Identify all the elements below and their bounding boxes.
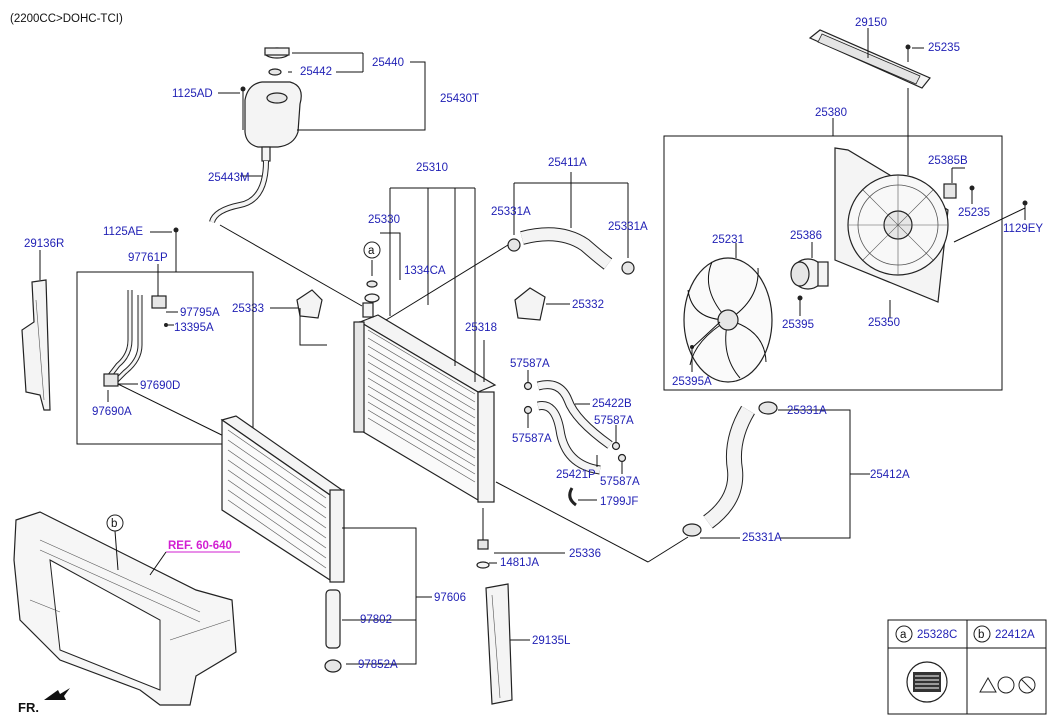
legend-b-letter: b (978, 629, 984, 641)
hose-clip-1799JF (568, 487, 577, 507)
marker-a: a (363, 241, 381, 259)
air-guard-29135L (485, 583, 513, 705)
svg-text:a: a (368, 245, 375, 257)
callout-25331A-upper-left: 25331A (491, 206, 531, 218)
lower-hose (682, 401, 778, 537)
front-end-carrier (13, 511, 237, 706)
oil-cooler-hose-upper (536, 380, 613, 449)
callout-25336: 25336 (569, 548, 601, 560)
legend-b-part: 22412A (995, 629, 1035, 641)
drain-plug (476, 539, 490, 569)
fan-shroud (834, 147, 949, 303)
engine-spec-header: (2200CC>DOHC-TCI) (10, 13, 123, 25)
oil-cooler-hose-lower (536, 401, 601, 475)
receiver-drier-cap (324, 659, 342, 673)
callout-1334CA: 1334CA (404, 265, 446, 277)
callout-25412A: 25412A (870, 469, 910, 481)
filler-neck-seal (364, 280, 380, 303)
callout-25330: 25330 (368, 214, 400, 226)
callout-25440: 25440 (372, 57, 404, 69)
callout-25422B: 25422B (592, 398, 632, 410)
callout-25350: 25350 (868, 317, 900, 329)
front-arrow-icon (44, 688, 70, 700)
fan-motor (790, 258, 829, 290)
callout-25442: 25442 (300, 66, 332, 78)
callout-1129EY: 1129EY (1003, 223, 1043, 235)
callout-1125AE: 1125AE (103, 226, 143, 238)
air-guard-29136R (21, 279, 51, 411)
upper-hose (507, 227, 635, 275)
ref-note-60-640: REF. 60-640 (168, 540, 232, 552)
callout-25421P: 25421P (556, 469, 596, 481)
reservoir-bolt (240, 86, 246, 104)
callout-25235-mid: 25235 (958, 207, 990, 219)
callout-29136R: 29136R (24, 238, 64, 250)
callout-25411A: 25411A (548, 157, 587, 169)
callout-1799JF: 1799JF (600, 496, 638, 508)
clamp-57587A-3 (611, 441, 621, 451)
callout-97690A: 97690A (92, 406, 132, 418)
callout-25380: 25380 (815, 107, 847, 119)
condenser (220, 415, 345, 583)
callout-25318: 25318 (465, 322, 497, 334)
clamp-57587A-2 (523, 405, 533, 415)
air-guard-29150 (808, 29, 931, 89)
callout-25331A-lower-bottom: 25331A (742, 532, 782, 544)
reservoir-hose (209, 160, 269, 224)
callout-25331A-lower-top: 25331A (787, 405, 827, 417)
legend-a-part: 25328C (917, 629, 957, 641)
callout-57587A-3: 57587A (594, 415, 634, 427)
callout-29135L: 29135L (532, 635, 571, 647)
reservoir-cap (264, 47, 290, 59)
radiator-bracket-left (296, 289, 323, 319)
callout-25231: 25231 (712, 234, 744, 246)
callout-97802: 97802 (360, 614, 392, 626)
callout-25310: 25310 (416, 162, 448, 174)
callout-57587A-4: 57587A (600, 476, 640, 488)
callout-25235-top: 25235 (928, 42, 960, 54)
legend-box: a 25328C b 22412A (887, 619, 1047, 715)
caution-label-icon (979, 676, 1036, 694)
reservoir-tank (242, 81, 302, 162)
legend-a-letter: a (900, 629, 907, 641)
callout-13395A: 13395A (174, 322, 214, 334)
callout-97761P: 97761P (128, 252, 168, 264)
callout-25430T: 25430T (440, 93, 479, 105)
svg-text:b: b (111, 518, 117, 530)
radiator-core (353, 302, 497, 503)
reservoir-seal (268, 68, 282, 76)
ac-pipe-frame (76, 271, 254, 445)
callout-29150: 29150 (855, 17, 887, 29)
callout-25333: 25333 (232, 303, 264, 315)
callout-97606: 97606 (434, 592, 466, 604)
callout-25331A-upper-right: 25331A (608, 221, 648, 233)
callout-1481JA: 1481JA (500, 557, 539, 569)
callout-25386: 25386 (790, 230, 822, 242)
radiator-cap-label-icon (906, 661, 948, 703)
callout-1125AD: 1125AD (172, 88, 213, 100)
clamp-57587A-4 (617, 453, 627, 463)
callout-57587A-2: 57587A (512, 433, 552, 445)
front-direction-label: FR. (18, 700, 39, 715)
fan-blade (683, 257, 773, 383)
callout-25395A: 25395A (672, 376, 712, 388)
callout-25395: 25395 (782, 319, 814, 331)
callout-97795A: 97795A (180, 307, 220, 319)
fan-shroud-resistor (943, 183, 957, 199)
marker-b: b (106, 514, 124, 532)
callout-97852A: 97852A (358, 659, 398, 671)
callout-25385B: 25385B (928, 155, 968, 167)
callout-25443M: 25443M (208, 172, 250, 184)
callout-97690D: 97690D (140, 380, 180, 392)
radiator-bracket-right (514, 287, 546, 321)
ac-pipe (103, 290, 167, 387)
receiver-drier (325, 589, 341, 649)
callout-57587A-1: 57587A (510, 358, 550, 370)
callout-25332: 25332 (572, 299, 604, 311)
clamp-57587A-1 (523, 381, 533, 391)
